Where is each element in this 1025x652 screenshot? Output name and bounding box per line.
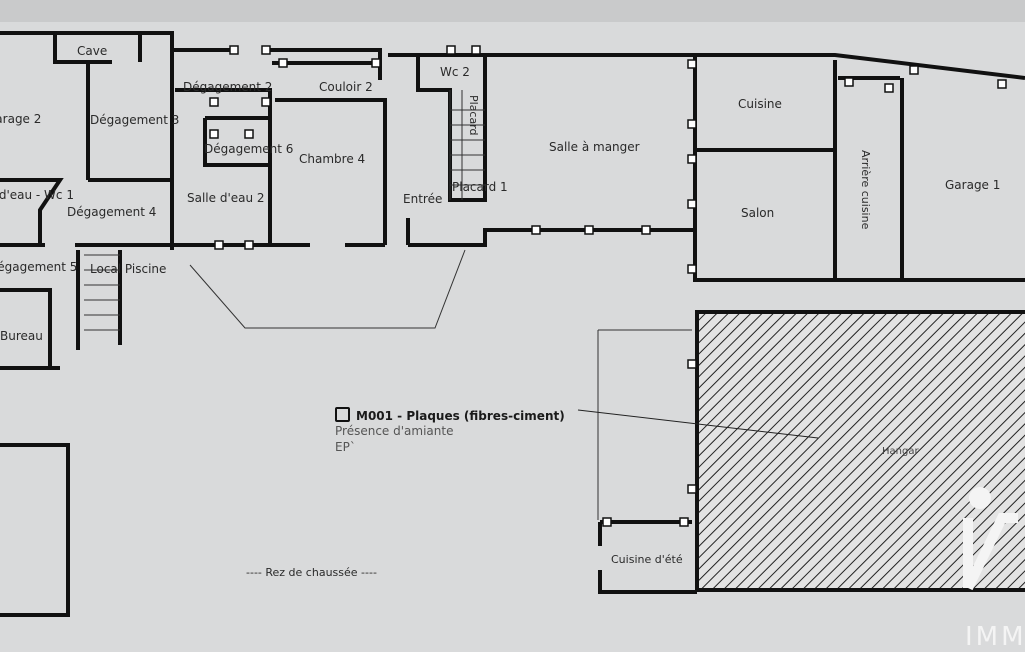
walls [0,31,1025,617]
room-garage-2: Garage 2 [0,112,42,126]
room-garage-1: Garage 1 [945,178,1001,192]
room-local-piscine: Local Piscine [90,262,167,276]
room-hangar: Hangar [882,446,919,457]
room-cave: Cave [77,44,108,58]
room-degagement-6: Dégagement 6 [204,142,294,156]
room-placard-1: Placard 1 [452,180,508,194]
room-cuisine: Cuisine [738,97,782,111]
room-degagement-2: Dégagement 2 [183,80,273,94]
room-arriere-cuisine: Arrière cuisine [859,150,872,230]
room-cuisine-ete: Cuisine d'été [611,553,683,566]
annotation-line-2: EP` [335,440,356,454]
floor-label-text: Rez de chaussée [265,566,358,579]
annotation-title: M001 - Plaques (fibres-ciment) [356,409,565,423]
room-salle-a-manger: Salle à manger [549,140,640,154]
room-entree: Entrée [403,192,443,206]
room-salle-eau-2: Salle d'eau 2 [187,191,265,205]
room-couloir-2: Couloir 2 [319,80,373,94]
room-degagement-4: Dégagement 4 [67,205,157,219]
room-chambre-4: Chambre 4 [299,152,366,166]
room-wc-2: Wc 2 [440,65,470,79]
room-degagement-5: Dégagement 5 [0,260,78,274]
room-degagement-3: Dégagement 3 [90,113,180,127]
windows [209,45,1007,527]
stairs [84,90,819,520]
marker-icon [335,407,350,422]
asbestos-annotation[interactable]: M001 - Plaques (fibres-ciment) Présence … [335,407,565,455]
room-bureau: Bureau [0,329,43,343]
room-placard: Placard [467,95,480,136]
watermark-text: IMM [965,622,1025,652]
room-salle-eau-wc-1: Salle d'eau - Wc 1 [0,188,74,202]
floor-label: ---- Rez de chaussée ---- [246,566,377,579]
annotation-line-1: Présence d'amiante [335,424,454,438]
room-salon: Salon [741,206,775,220]
watermark-logo [963,487,1018,591]
